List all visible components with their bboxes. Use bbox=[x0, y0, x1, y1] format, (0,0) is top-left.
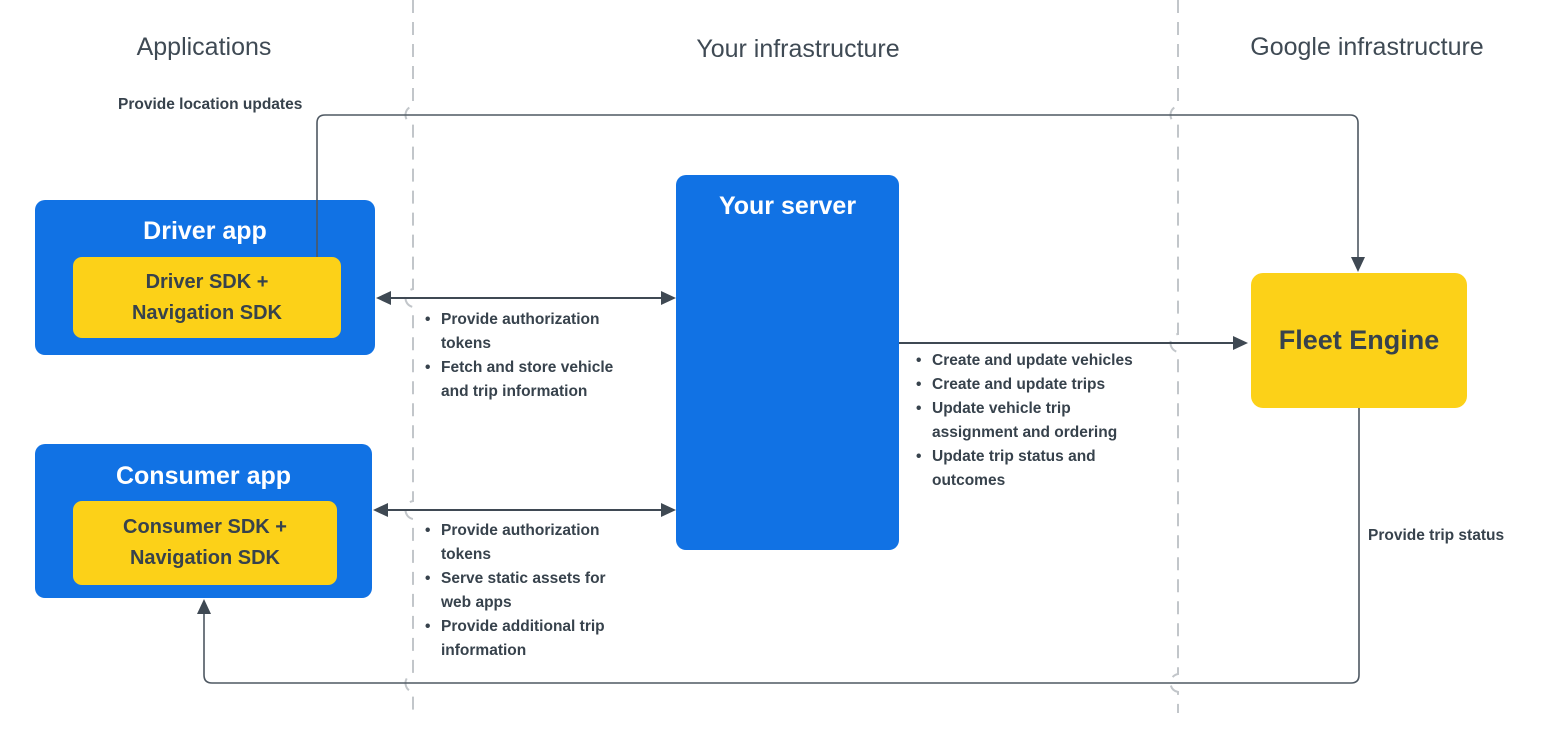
column-header-applications: Applications bbox=[136, 33, 272, 61]
column-divider-right bbox=[1169, 0, 1179, 713]
list-item: Fetch and store vehicle and trip informa… bbox=[425, 356, 637, 404]
list-item: Update vehicle trip assignment and order… bbox=[916, 397, 1156, 445]
driver-sdk-label: Driver SDK + Navigation SDK bbox=[131, 270, 283, 324]
arrow-driver-server bbox=[376, 291, 676, 305]
driver-app-title: Driver app bbox=[143, 217, 267, 245]
list-item: Provide authorization tokens bbox=[425, 519, 615, 567]
bullet-list-consumer-server: Provide authorization tokens Serve stati… bbox=[425, 519, 615, 663]
list-item: Serve static assets for web apps bbox=[425, 567, 615, 615]
list-item: Provide authorization tokens bbox=[425, 308, 637, 356]
fleet-engine-label: Fleet Engine bbox=[1278, 325, 1440, 355]
arrow-consumer-server bbox=[373, 503, 676, 517]
consumer-sdk-box: Consumer SDK + Navigation SDK bbox=[73, 501, 337, 585]
arrow-server-fleet bbox=[899, 336, 1248, 350]
list-item: Provide additional trip information bbox=[425, 615, 615, 663]
your-server-title: Your server bbox=[718, 192, 857, 220]
driver-sdk-box: Driver SDK + Navigation SDK bbox=[73, 257, 341, 338]
driver-app-box: Driver app Driver SDK + Navigation SDK bbox=[35, 200, 375, 355]
edge-label-trip-status: Provide trip status bbox=[1368, 527, 1505, 544]
consumer-app-box: Consumer app Consumer SDK + Navigation S… bbox=[35, 444, 372, 598]
consumer-sdk-label: Consumer SDK + Navigation SDK bbox=[123, 516, 287, 569]
list-item: Create and update vehicles bbox=[916, 349, 1156, 373]
bullet-list-driver-server: Provide authorization tokens Fetch and s… bbox=[425, 308, 637, 404]
column-divider-left bbox=[404, 0, 414, 713]
bullet-list-server-fleet: Create and update vehicles Create and up… bbox=[916, 349, 1156, 493]
column-header-google-infrastructure: Google infrastructure bbox=[1250, 33, 1484, 61]
list-item: Create and update trips bbox=[916, 373, 1156, 397]
your-server-box: Your server bbox=[676, 175, 899, 550]
consumer-app-title: Consumer app bbox=[115, 462, 292, 490]
edge-label-location-updates: Provide location updates bbox=[118, 96, 303, 113]
column-header-your-infrastructure: Your infrastructure bbox=[696, 35, 900, 63]
list-item: Update trip status and outcomes bbox=[916, 445, 1156, 493]
fleet-engine-box: Fleet Engine bbox=[1251, 273, 1467, 408]
